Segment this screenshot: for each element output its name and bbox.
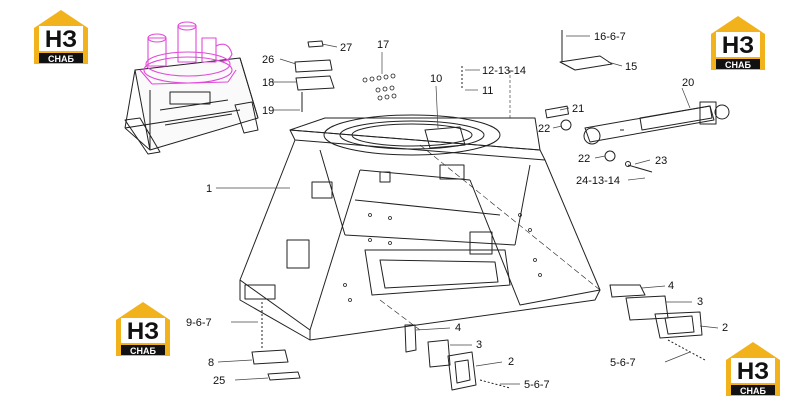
hydraulic-cylinder [583,101,730,145]
callout-5-6-7-bottom: 5-6-7 [524,379,550,391]
highlighted-rotator [139,21,237,85]
plate-26 [294,59,333,73]
main-frame [239,114,601,341]
pin-21 [544,105,570,119]
callout-2-left: 2 [508,356,514,368]
callout-20: 20 [682,77,694,89]
logo-letters: НЗ [737,358,769,385]
callout-17: 17 [377,39,389,51]
callout-22-bottom: 22 [578,153,590,165]
pin-23 [627,164,653,173]
callout-22-top: 22 [538,123,550,135]
plate-25 [267,371,301,381]
plate-2-right [654,311,703,339]
callout-1: 1 [206,183,212,195]
pad-3-right [625,295,669,321]
callout-3-left: 3 [476,339,482,351]
callout-labels: 1 2 2 3 3 4 4 5-6-7 5-6-7 8 9-6-7 10 11 … [186,31,728,391]
callout-2-right: 2 [722,322,728,334]
logo-subtitle: СНАБ [725,60,751,70]
logo-subtitle: СНАБ [740,386,766,396]
callout-16-6-7: 16-6-7 [594,31,626,43]
logo-letters: НЗ [45,26,77,53]
logo-subtitle: СНАБ [130,346,156,356]
washer-22-bottom [604,150,616,162]
callout-3-right: 3 [697,296,703,308]
bolts-17 [362,73,397,101]
bracket-15 [559,55,613,71]
callout-4-right: 4 [668,280,674,292]
callout-11: 11 [482,85,493,97]
leader-lines [216,35,719,385]
callout-26: 26 [262,54,274,66]
callout-25: 25 [213,375,225,387]
callout-8: 8 [208,357,214,369]
callout-4-left: 4 [455,322,461,334]
callout-15: 15 [625,61,637,73]
callout-12-13-14: 12-13-14 [482,65,526,77]
callout-18: 18 [262,77,274,89]
callout-27: 27 [340,42,352,54]
logo-subtitle: СНАБ [48,54,74,64]
callout-9-6-7: 9-6-7 [186,317,212,329]
logo-letters: НЗ [127,318,159,345]
logo-letters: НЗ [722,32,754,59]
callout-21: 21 [572,103,584,115]
callout-19: 19 [262,105,274,117]
callout-24-13-14: 24-13-14 [576,175,620,187]
pad-3-left [427,339,451,368]
block-8 [251,349,289,365]
callout-5-6-7-right: 5-6-7 [610,357,636,369]
callout-10: 10 [430,73,442,85]
callout-23: 23 [655,155,667,167]
shim-4-left [404,324,417,353]
washer-22-top [560,119,572,131]
shim-4-right [609,284,646,298]
plate-2-left [447,351,477,391]
block-18 [295,75,335,91]
part-27 [307,40,324,48]
